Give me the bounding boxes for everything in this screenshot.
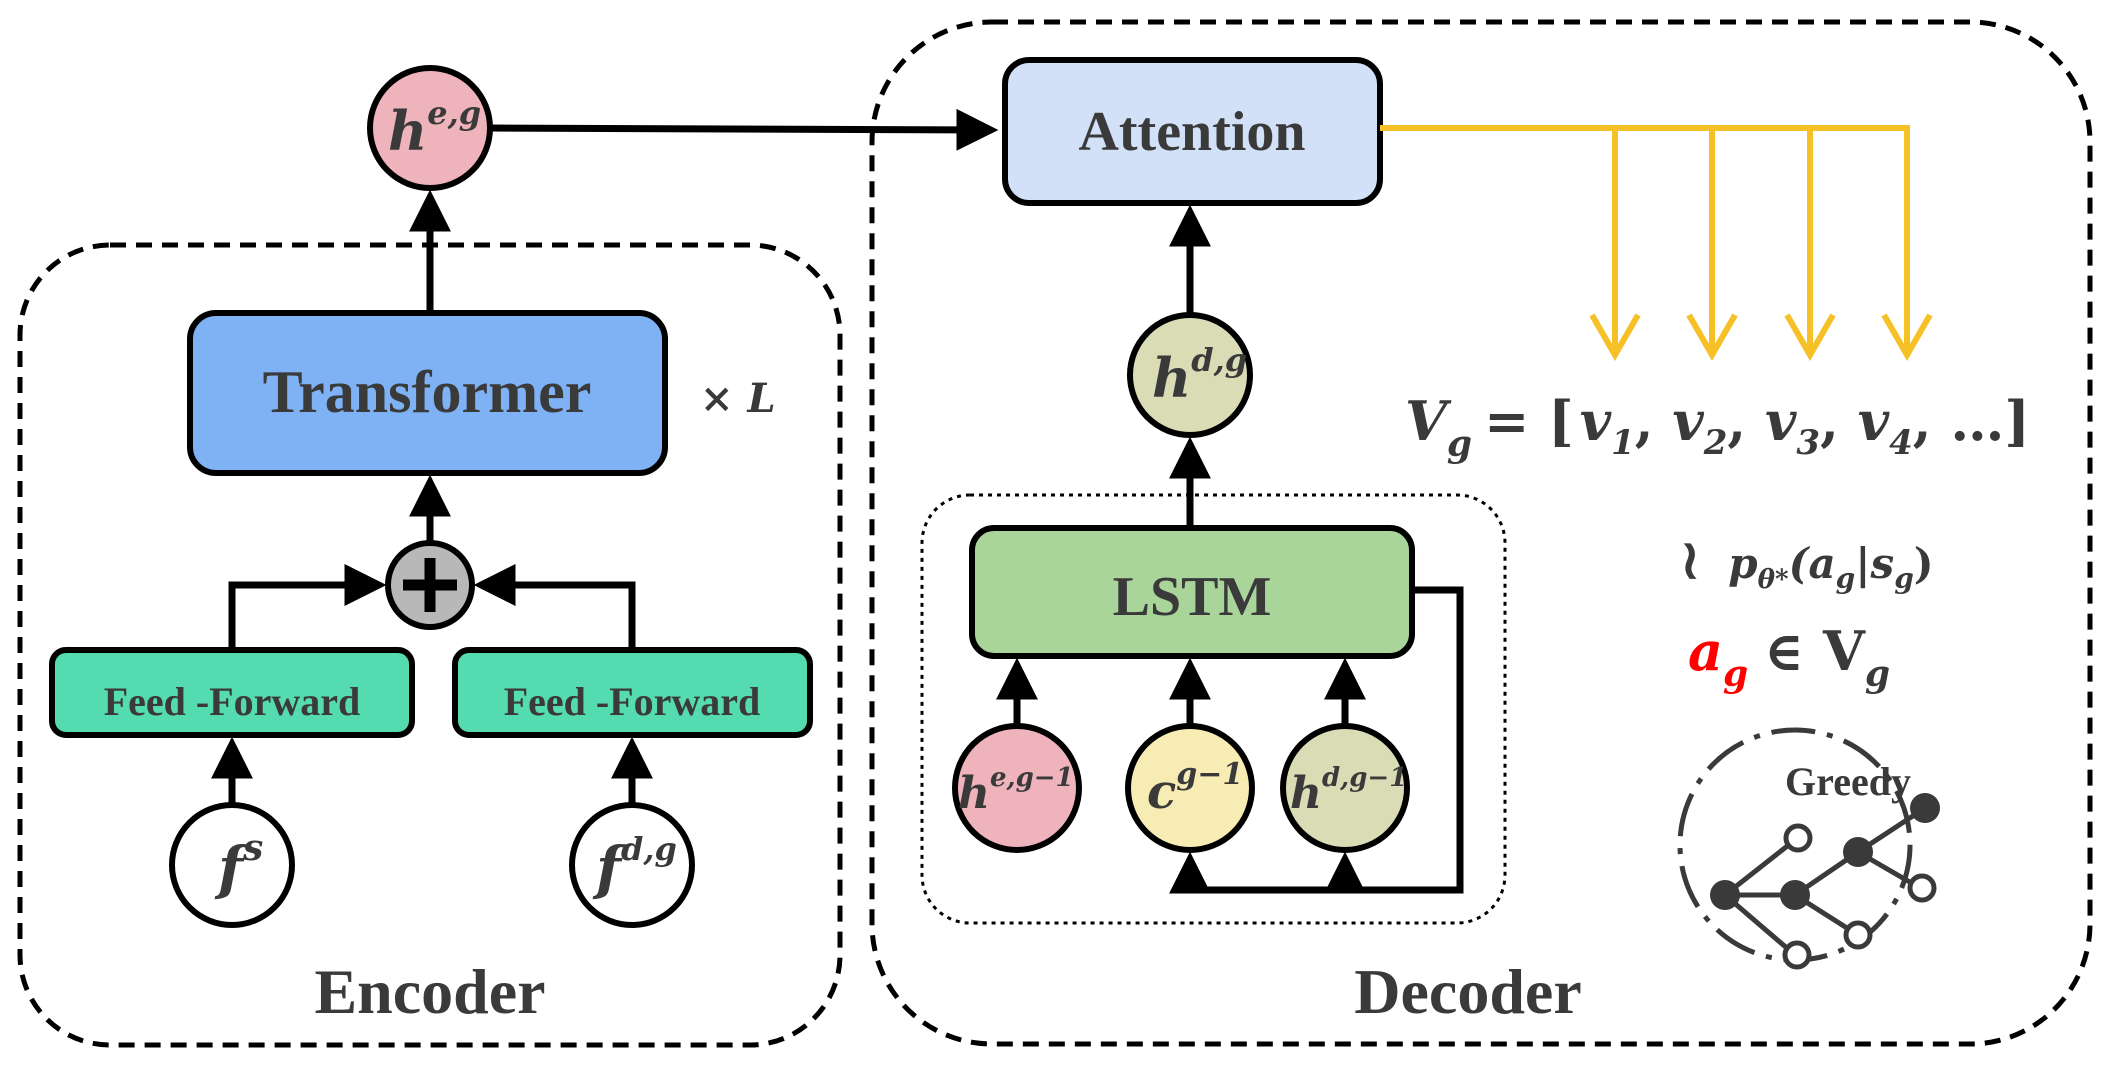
action-membership: ag∈ Vg — [1688, 619, 1890, 695]
encoder-output-label: he,g — [388, 94, 481, 163]
attention-label: Attention — [1078, 101, 1305, 163]
greedy-label: Greedy — [1785, 759, 1911, 804]
decoder-arrows — [996, 204, 1464, 894]
lstm-input-h-eg-prev-label: he,g−1 — [958, 763, 1074, 819]
encoder-section: Encoder Transformer × L Feed -Forward Fe… — [17, 65, 999, 1048]
policy-distribution: ≀pθ*(ag|sg) — [1680, 527, 1934, 595]
layer-repeat-label: × L — [700, 375, 776, 422]
feedforward-label-right: Feed -Forward — [504, 679, 761, 724]
lstm-label: LSTM — [1113, 566, 1272, 628]
decoder-section: Decoder Attention hd,g LSTM he,g−1 cg−1 … — [869, 19, 2093, 1047]
plus-icon — [403, 558, 457, 612]
lstm-region — [920, 493, 1507, 925]
encoder-arrows — [211, 108, 999, 805]
lstm-input-h-dg-prev-label: hd,g−1 — [1290, 763, 1407, 819]
encoder-title: Encoder — [314, 956, 545, 1027]
vg-equation: Vg= [v1, v2, v3, v4, …] — [1405, 389, 2030, 465]
feedforward-label-left: Feed -Forward — [104, 679, 361, 724]
decoder-boundary — [869, 19, 2093, 1047]
transformer-label: Transformer — [263, 359, 592, 425]
attention-output-lines — [1380, 125, 1933, 362]
decoder-title: Decoder — [1354, 956, 1581, 1027]
lstm-input-c-prev-label: cg−1 — [1147, 757, 1243, 820]
attention-block — [1002, 57, 1383, 206]
decoder-hidden-label: hd,g — [1152, 341, 1247, 410]
greedy-search-icon: Greedy — [1677, 727, 1940, 970]
input-fdg-label: fd,g — [592, 830, 677, 902]
